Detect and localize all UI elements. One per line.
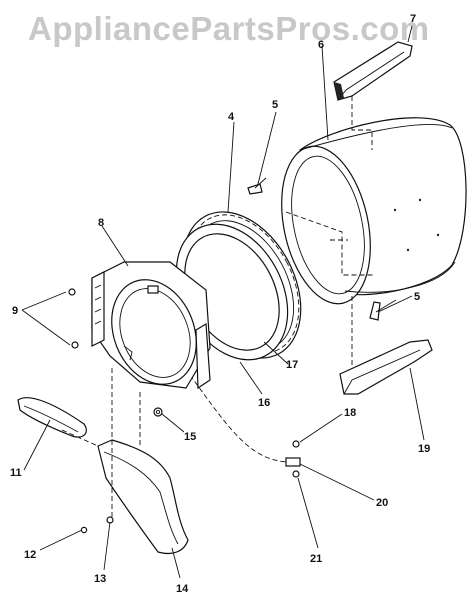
callout-label: 6 [318,39,324,51]
callout-labels: 4 5 5 6 7 8 9 11 12 13 14 15 16 17 18 19… [10,13,430,595]
callout-label: 12 [24,549,36,561]
callout-label: 13 [94,573,106,585]
screw-part [68,288,79,349]
callout-label: 17 [286,359,298,371]
screw-part [247,177,267,195]
callout-label: 8 [98,217,104,229]
drum-part [281,117,467,305]
callout-label: 16 [258,397,270,409]
front-frame-part [91,261,211,390]
hinge-part [285,440,301,478]
guide-line [285,211,374,276]
screw-part [80,516,114,534]
callout-label: 7 [410,13,416,25]
callout-label: 21 [310,553,322,565]
callout-label: 19 [418,443,430,455]
lower-trim-part [339,339,433,395]
callout-label: 14 [176,583,189,595]
guide-line [61,429,99,447]
screw-part [369,299,397,321]
callout-label: 4 [228,111,235,123]
callout-label: 5 [272,99,278,111]
guide-line [351,96,373,150]
callout-label: 20 [376,497,388,509]
small-trim-part [17,397,87,438]
guide-line [189,374,289,463]
top-trim-part [333,41,413,101]
callout-label: 18 [344,407,356,419]
leader-lines [21,25,425,579]
watermark-text: AppliancePartsPros.com [28,10,430,47]
callout-label: 9 [12,305,18,317]
lower-cover-part [97,439,189,555]
callout-label: 15 [184,431,196,443]
callout-label: 5 [414,291,420,303]
screw-part [153,407,163,417]
callout-label: 11 [10,467,22,479]
